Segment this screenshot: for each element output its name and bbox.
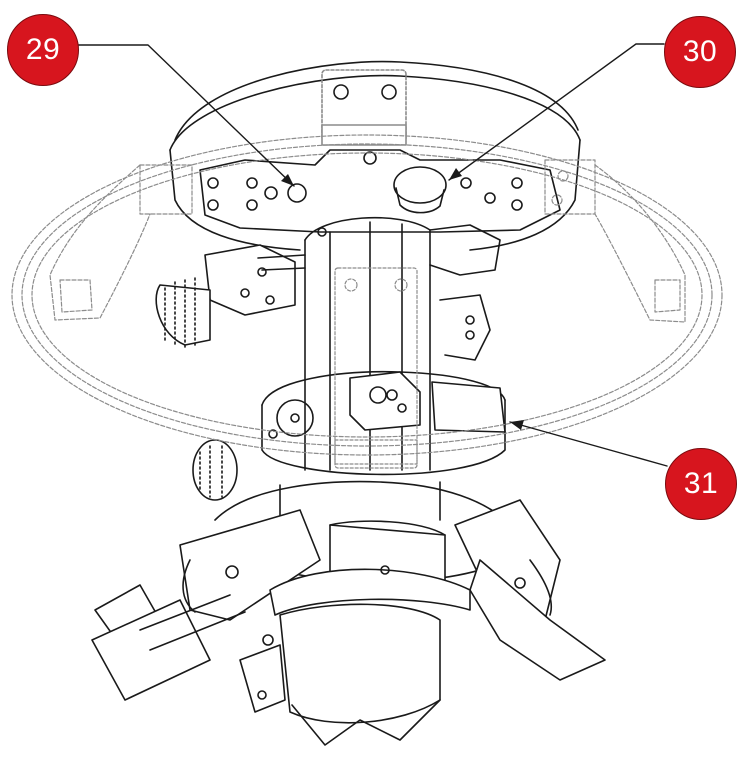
leader-arrow-30 <box>449 168 462 180</box>
leader-line-31 <box>509 421 668 467</box>
side-handle-left <box>49 164 193 321</box>
tripod-leg-right <box>454 499 606 681</box>
bowl-adapter-block <box>239 520 471 746</box>
leader-lines <box>77 43 668 467</box>
side-handle-right <box>544 159 686 323</box>
collar-knob <box>192 439 238 501</box>
right-side-bracket <box>429 224 501 361</box>
handle-ring <box>11 134 723 456</box>
top-clamp-plate <box>321 69 407 146</box>
lever-lock <box>349 371 506 433</box>
leader-line-29 <box>77 44 295 187</box>
side-lock-knob <box>155 244 306 349</box>
mounting-plate <box>199 149 561 233</box>
locking-knob-top <box>393 166 447 214</box>
middle-clamp-plate <box>334 267 418 469</box>
tripod-leg-left <box>91 509 321 701</box>
central-column <box>304 216 431 471</box>
callout-31: 31 <box>665 448 737 520</box>
leader-arrow-31 <box>510 420 524 430</box>
callout-29: 29 <box>7 14 79 86</box>
leader-line-30 <box>448 43 665 181</box>
callout-30: 30 <box>664 16 736 88</box>
top-platform-disc <box>169 60 581 251</box>
leader-arrow-29 <box>281 174 294 186</box>
